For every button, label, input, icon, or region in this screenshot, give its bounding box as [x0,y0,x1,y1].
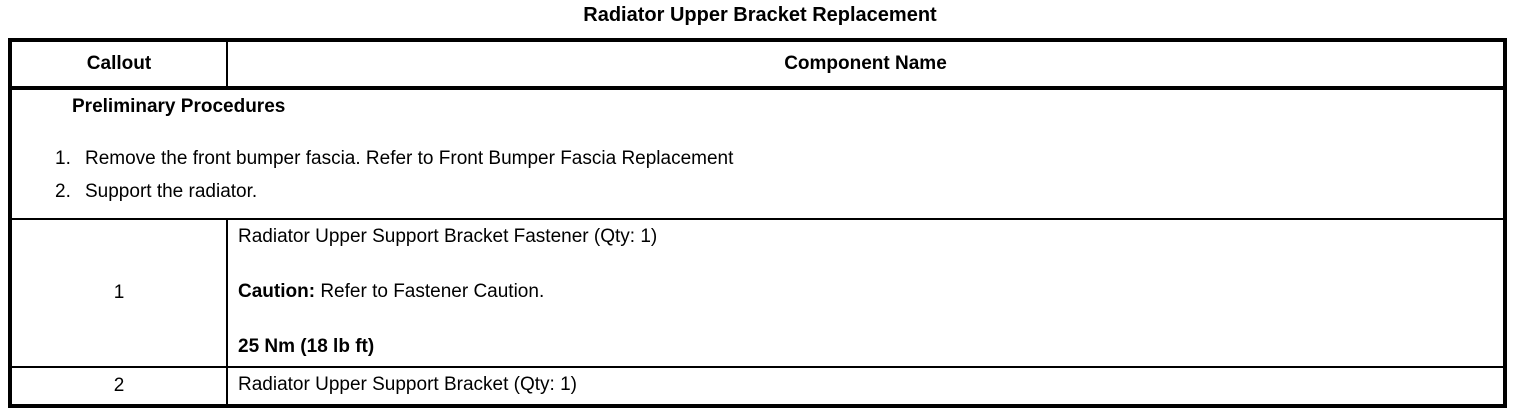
component-cell: Radiator Upper Support Bracket Fastener … [227,218,1505,367]
component-cell: Radiator Upper Support Bracket (Qty: 1) [227,366,1505,406]
torque-spec: 25 Nm (18 lb ft) [238,336,375,357]
preliminary-procedures-cell: Preliminary Procedures 1. Remove the fron… [10,87,1505,219]
preliminary-procedures-row: Preliminary Procedures 1. Remove the fron… [10,87,1505,219]
table-row-callout-1: 1 Radiator Upper Support Bracket Fastene… [10,218,1505,367]
page-title: Radiator Upper Bracket Replacement [583,4,937,26]
list-item-step-2: 2. Support the radiator. [22,175,1493,208]
column-header-callout: Callout [10,40,228,90]
caution-text: Refer to Fastener Caution. [320,281,545,302]
step-text: Support the radiator. [85,181,258,202]
step-text: Remove the front bumper fascia. Refer to… [85,148,734,169]
callout-number: 2 [10,366,228,406]
preliminary-steps-list: 1. Remove the front bumper fascia. Refer … [22,142,1493,208]
list-item-step-1: 1. Remove the front bumper fascia. Refer … [22,142,1493,175]
component-name: Radiator Upper Support Bracket Fastener … [238,226,658,247]
step-number: 2. [55,181,71,202]
component-name: Radiator Upper Support Bracket (Qty: 1) [238,374,577,395]
column-header-component-name: Component Name [227,40,1505,90]
caution-note: Caution: Refer to Fastener Caution. [238,281,1493,303]
caution-label: Caution: [238,281,316,302]
step-number: 1. [55,148,71,169]
table-header-row: Callout Component Name [10,40,1505,90]
preliminary-procedures-heading: Preliminary Procedures [72,96,286,117]
callout-number: 1 [10,218,228,367]
table-row-callout-2: 2 Radiator Upper Support Bracket (Qty: 1… [10,366,1505,406]
component-callout-table: Callout Component Name Preliminary Proce… [8,38,1507,408]
